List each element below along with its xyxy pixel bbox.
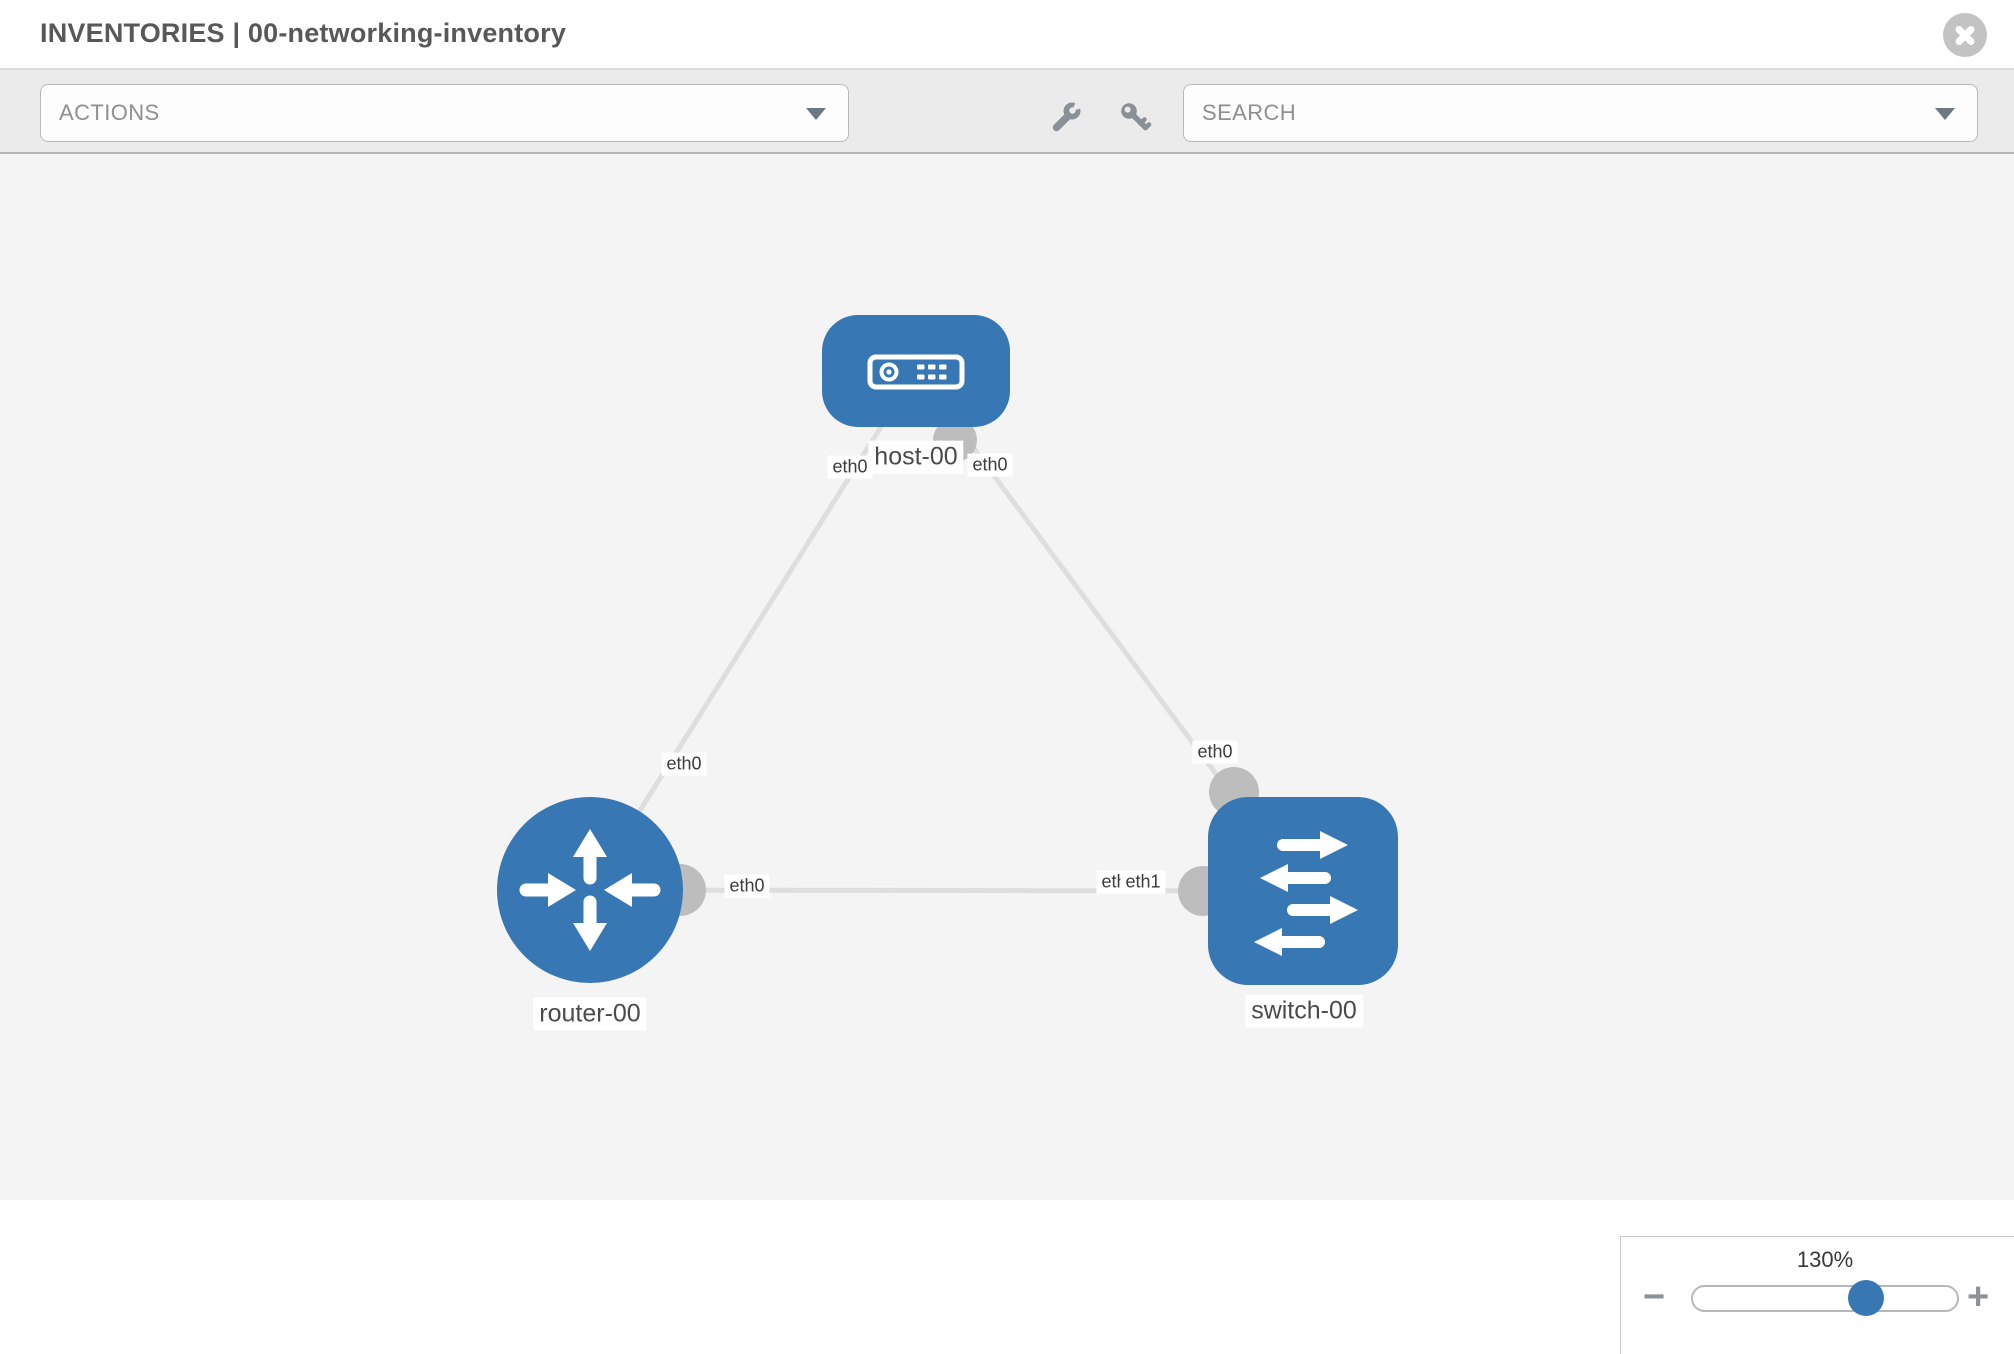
node-label-host: host-00 (868, 440, 964, 474)
zoom-slider-knob[interactable] (1848, 1280, 1884, 1316)
actions-dropdown-label: ACTIONS (59, 100, 160, 125)
topology-canvas[interactable]: host-00 router-00 switch-00 eth0 eth0 et… (0, 154, 2014, 1354)
zoom-slider-track[interactable] (1691, 1280, 1959, 1316)
chevron-down-icon (806, 108, 826, 120)
node-label-switch: switch-00 (1245, 994, 1363, 1028)
header: INVENTORIES | 00-networking-inventory (0, 0, 2014, 70)
page-title: INVENTORIES | 00-networking-inventory (40, 18, 567, 48)
iface-label-router-right: eth0 (724, 874, 770, 898)
node-switch-00[interactable] (1208, 797, 1398, 985)
close-icon[interactable] (1943, 13, 1987, 57)
zoom-level-value: 130% (1796, 1247, 1854, 1272)
actions-dropdown[interactable]: ACTIONS (40, 84, 849, 142)
node-router-00[interactable] (497, 797, 683, 983)
switch-icon (1254, 831, 1358, 956)
zoom-control-panel: 130% − + (1620, 1236, 2014, 1354)
zoom-out-button[interactable]: − (1643, 1276, 1666, 1318)
chevron-down-icon (1935, 108, 1955, 120)
iface-label-router-top: eth0 (661, 752, 707, 776)
wrench-icon[interactable] (1050, 100, 1084, 134)
iface-label-host-left: eth0 (827, 455, 873, 479)
iface-label-host-right: eth0 (967, 453, 1013, 477)
zoom-in-button[interactable]: + (1967, 1276, 1990, 1318)
host-icon (867, 354, 965, 390)
node-host-00[interactable] (822, 315, 1010, 427)
node-label-router: router-00 (533, 997, 647, 1031)
key-icon[interactable] (1118, 100, 1152, 134)
iface-label-switch-mid-front: eth1 (1120, 870, 1166, 894)
iface-label-switch-top: eth0 (1192, 740, 1238, 764)
search-dropdown[interactable]: SEARCH (1183, 84, 1978, 142)
toolbar: ACTIONS SEARCH (0, 70, 2014, 154)
search-dropdown-label: SEARCH (1202, 100, 1297, 125)
router-icon (519, 829, 661, 951)
